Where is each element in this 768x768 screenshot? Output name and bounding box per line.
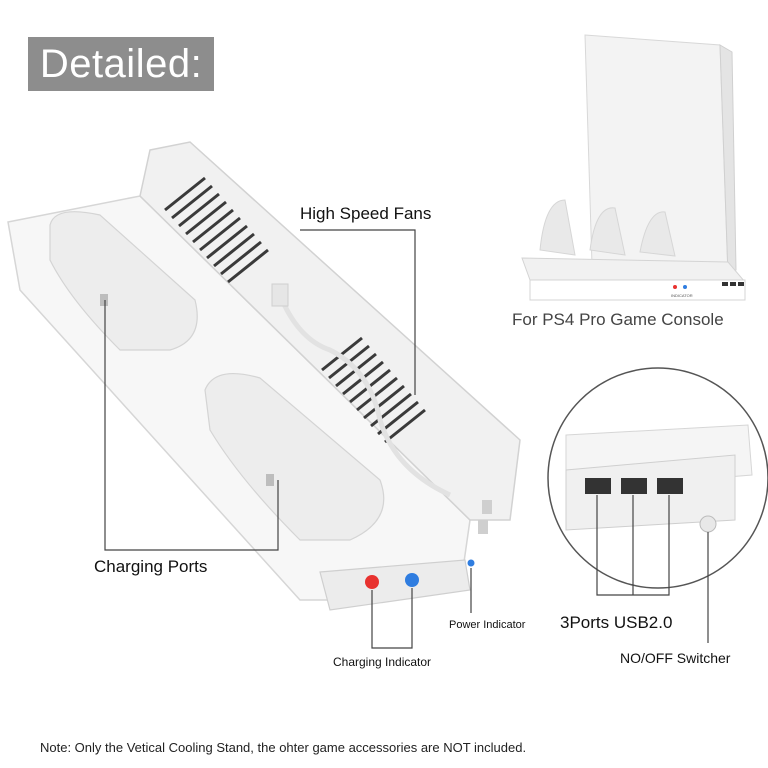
detailed-badge: Detailed: [28, 37, 214, 91]
power-indicator-label: Power Indicator [449, 619, 526, 631]
charging-led-red [365, 575, 379, 589]
charging-port-1 [100, 294, 108, 306]
callout-lines [104, 229, 709, 649]
fans-label: High Speed Fans [300, 204, 432, 223]
charging-ports-label: Charging Ports [94, 557, 208, 576]
usb-zoom-circle [547, 367, 768, 589]
switcher-label: NO/OFF Switcher [620, 650, 731, 666]
power-switch [699, 515, 717, 533]
usb-ports-label: 3Ports USB2.0 [560, 613, 673, 632]
charging-indicator-label: Charging Indicator [333, 655, 432, 669]
charging-led-blue [405, 573, 419, 587]
cooling-stand [7, 141, 521, 611]
indicator-text: INDICATOR [671, 293, 693, 298]
console-inset: INDICATOR [521, 34, 747, 301]
usb-port-1 [585, 478, 611, 494]
usb-cable [279, 298, 452, 498]
ps4-label: For PS4 Pro Game Console [512, 310, 724, 329]
fan-grille-1 [164, 176, 269, 284]
usb-port-3 [657, 478, 683, 494]
footnote: Note: Only the Vetical Cooling Stand, th… [40, 740, 527, 755]
charging-port-2 [266, 474, 274, 486]
power-led [467, 559, 475, 567]
usb-port-2 [621, 478, 647, 494]
